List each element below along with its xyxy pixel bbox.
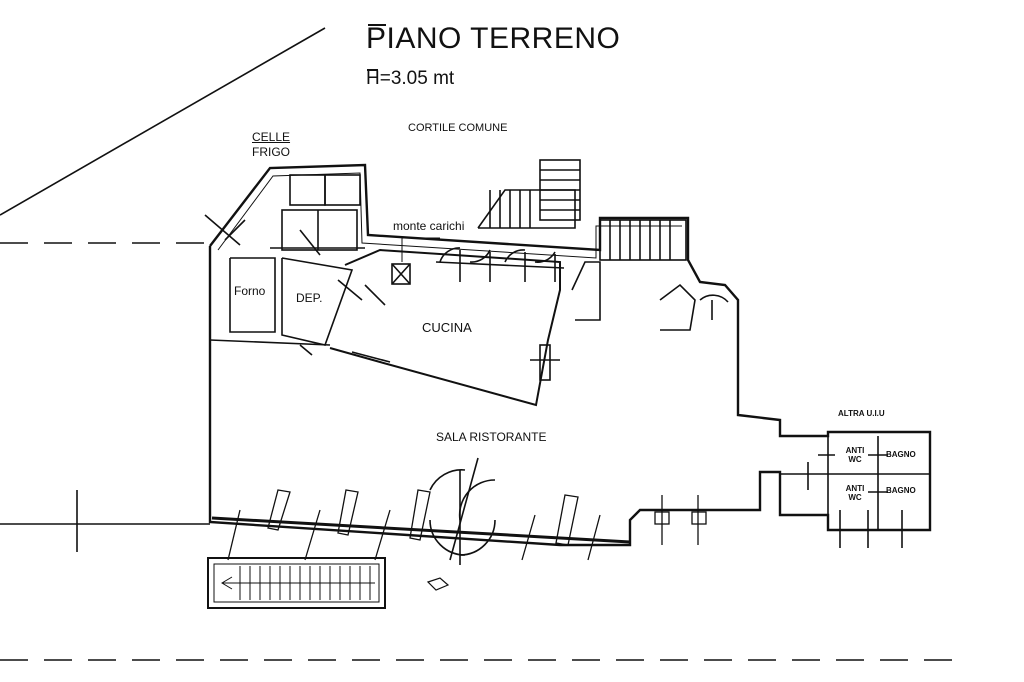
courtyard-stair-1: [477, 189, 576, 229]
facade-windows: [211, 489, 707, 561]
room-label-bagno-1: BAGNO: [886, 450, 916, 459]
entrance-arrow: [426, 577, 450, 591]
forno-room: [229, 257, 276, 333]
entrance-doors: [429, 457, 496, 565]
floor-height-label: H=3.05 mt: [366, 68, 455, 89]
cella-frigo-1: [289, 174, 326, 206]
room-label-cucina: CUCINA: [422, 320, 472, 335]
room-label-anti-wc-1: ANTI WC: [845, 446, 865, 464]
room-label-celle: CELLE: [252, 130, 291, 144]
cucina-walls: [329, 248, 561, 407]
service-stair: [599, 219, 687, 261]
room-label-anti-wc-2: ANTI WC: [845, 484, 865, 502]
room-label-sala-ristorante: SALA RISTORANTE: [436, 430, 547, 444]
room-label-frigo: FRIGO: [252, 145, 290, 159]
room-label-dep: DEP.: [296, 291, 323, 305]
site-boundary-diagonal: [0, 27, 326, 216]
monte-carichi-box: [391, 263, 411, 285]
plan-title: PIANO TERRENO: [366, 22, 621, 55]
label-altra-uiu: ALTRA U.I.U: [838, 409, 885, 418]
label-monte-carichi: monte carichi: [393, 219, 465, 233]
room-label-bagno-2: BAGNO: [886, 486, 916, 495]
cella-frigo-2: [324, 174, 361, 206]
room-label-forno: Forno: [234, 284, 266, 298]
external-stair: [207, 557, 386, 609]
room-label-cortile: CORTILE COMUNE: [408, 122, 508, 134]
